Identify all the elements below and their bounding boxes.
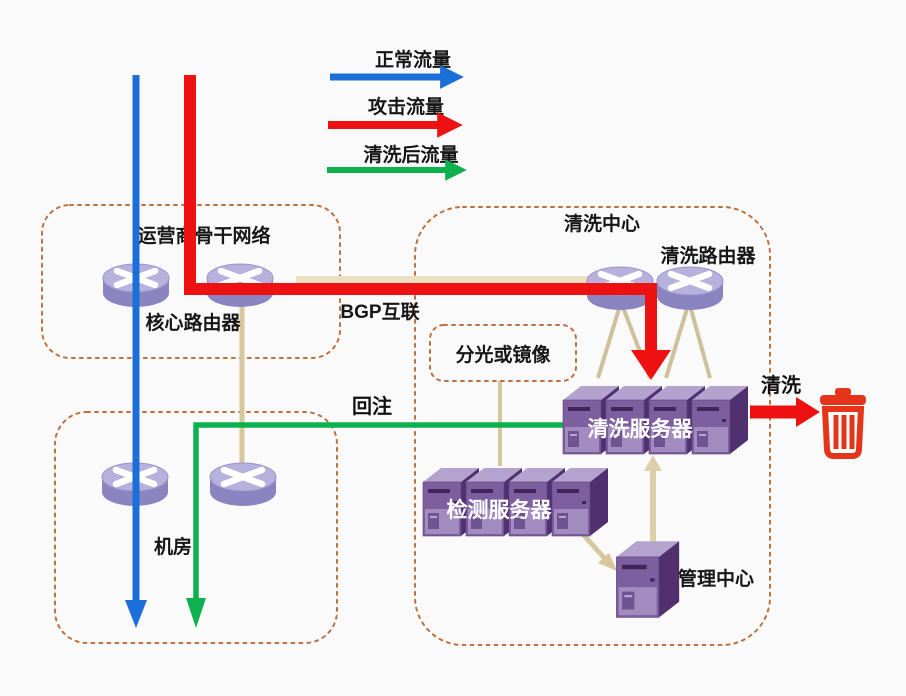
scrub-flow: 清洗 — [750, 373, 820, 427]
splitter-box: 分光或镜像 — [429, 324, 577, 382]
mgmt-to-cleaning-arrowhead — [644, 455, 662, 471]
backbone-zone-label: 运营商骨干网络 — [137, 224, 270, 247]
splitter-label: 分光或镜像 — [455, 343, 551, 366]
server-icon — [691, 385, 749, 455]
server-room-label: 机房 — [154, 535, 192, 558]
cleaning-router-icon-2 — [657, 267, 723, 310]
detect-to-mgmt-arrowhead — [598, 553, 617, 571]
server-icon — [551, 467, 609, 537]
detection-servers-label: 检测服务器 — [447, 498, 553, 522]
room-router-icon-2 — [210, 463, 276, 506]
cleaned-traffic-flow — [186, 422, 565, 628]
legend-normal-label: 正常流量 — [375, 48, 451, 71]
normal-traffic-flow — [125, 75, 147, 628]
attack-traffic-flow — [184, 75, 671, 380]
legend: 正常流量 攻击流量 清洗后流量 — [327, 48, 467, 181]
management-center: 管理中心 — [615, 540, 754, 618]
management-center-label: 管理中心 — [678, 567, 754, 590]
bgp-link-label: BGP互联 — [340, 301, 419, 323]
trash-icon — [820, 388, 866, 459]
cleaning-servers-label: 清洗服务器 — [588, 417, 694, 441]
legend-attack-label: 攻击流量 — [368, 95, 444, 118]
zone-server-room: 机房 — [54, 411, 338, 644]
cleaning-servers: 清洗服务器 — [562, 385, 749, 455]
cleaning-router2-server-links — [664, 294, 712, 379]
core-router-label: 核心路由器 — [145, 311, 241, 334]
scrub-label: 清洗 — [761, 373, 801, 397]
detection-servers: 检测服务器 — [422, 467, 609, 537]
reinjection-label: 回注 — [352, 394, 392, 418]
cleaning-router-label: 清洗路由器 — [660, 244, 756, 267]
legend-cleaned-label: 清洗后流量 — [363, 143, 458, 166]
management-server-icon — [615, 540, 680, 618]
cleaning-center-label: 清洗中心 — [564, 212, 640, 235]
